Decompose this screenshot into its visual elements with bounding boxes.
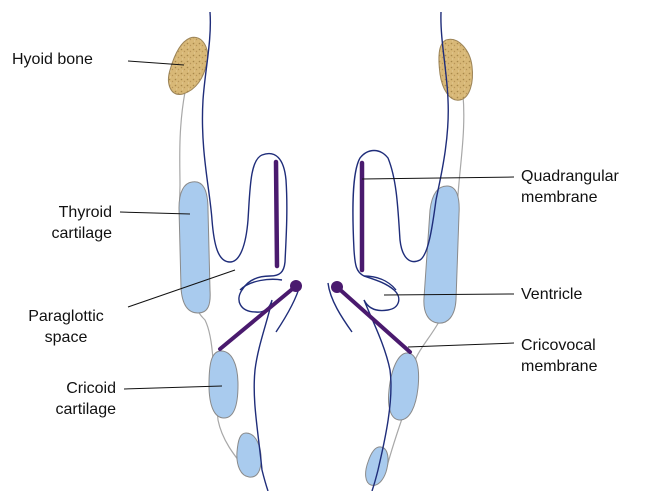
label-thyroid-line2: cartilage [30,223,112,244]
label-quadrangular-line2: membrane [521,187,619,208]
quadrangular-leader-line [362,177,514,179]
left-ventricle-loop [240,279,282,290]
label-thyroid-cartilage: Thyroid cartilage [30,202,112,244]
left-hyoid-bone [169,37,208,94]
left-vocal-ligament-dot [290,280,302,292]
label-ventricle: Ventricle [521,284,582,305]
label-paraglottic-space: Paraglottic space [6,306,126,348]
right-tracheal-ring [366,447,388,485]
label-cricovocal-line2: membrane [521,356,597,377]
right-cricoid-cartilage [388,353,418,420]
left-mucosa [202,12,286,491]
cricoid-leader-line [124,386,222,389]
left-quadrangular-membrane [276,162,277,266]
label-cricoid-cartilage: Cricoid cartilage [30,378,116,420]
right-vocal-ligament-dot [331,281,343,293]
ventricle-leader-line [384,294,514,295]
left-thyroid-cartilage [179,182,210,313]
label-cricovocal-line1: Cricovocal [521,335,597,356]
label-cricoid-line2: cartilage [30,399,116,420]
label-cricoid-line1: Cricoid [30,378,116,399]
label-thyroid-line1: Thyroid [30,202,112,223]
label-cricovocal-membrane: Cricovocal membrane [521,335,597,377]
label-paraglottic-line1: Paraglottic [6,306,126,327]
right-hyoid-bone [439,39,473,100]
label-quadrangular-membrane: Quadrangular membrane [521,166,619,208]
label-quadrangular-line1: Quadrangular [521,166,619,187]
label-paraglottic-line2: space [6,327,126,348]
left-cricoid-cartilage [209,351,238,418]
left-tracheal-ring [237,433,261,477]
right-thyroid-cartilage [424,186,459,323]
label-hyoid-bone: Hyoid bone [12,49,93,70]
